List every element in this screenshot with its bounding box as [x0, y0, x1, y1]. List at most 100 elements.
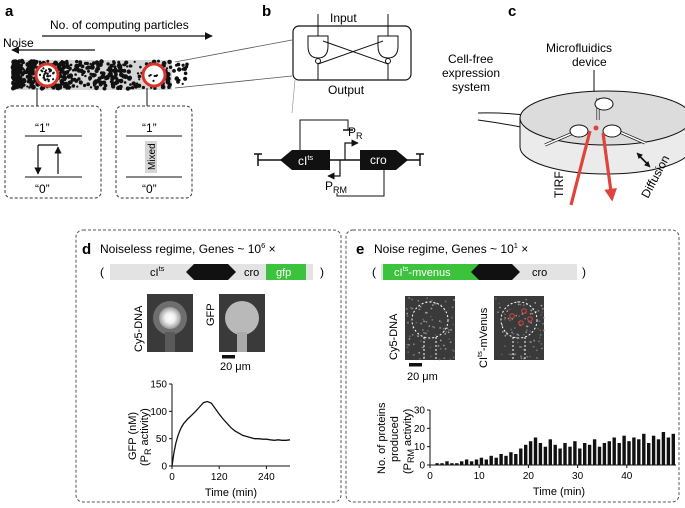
- particle-dot: [137, 74, 142, 79]
- construct-d-arrow-left: [186, 264, 212, 280]
- particle-dot: [86, 82, 91, 87]
- particle-dot: [53, 60, 58, 66]
- noise-pixel: [419, 305, 422, 308]
- noise-pixel: [444, 348, 447, 350]
- x-tick-label: 20: [523, 471, 535, 482]
- particle-dot: [20, 76, 23, 79]
- particle-dot: [167, 85, 171, 89]
- panel-e-title: Noise regime, Genes ~ 101 ×: [374, 241, 528, 256]
- particle-dot: [118, 78, 124, 84]
- gate-right-icon: [377, 35, 399, 59]
- cross-wire-1: [317, 40, 384, 65]
- noise-pixel: [425, 321, 428, 323]
- particle-dot: [22, 68, 26, 72]
- chart-e-bar: [563, 443, 567, 465]
- noise-pixel: [430, 307, 433, 310]
- mixed-band: [145, 141, 157, 173]
- particle-dot: [21, 83, 25, 87]
- noise-pixel: [536, 357, 538, 359]
- particle-dot: [11, 82, 15, 86]
- particle-dot: [13, 65, 18, 70]
- noise-pixel: [424, 338, 426, 340]
- zoom-line-bottom: [174, 75, 293, 89]
- noise-pixel: [541, 311, 543, 314]
- noise-pixel: [529, 313, 532, 315]
- chart-e-bar: [504, 455, 508, 465]
- noise-pixel: [510, 328, 512, 331]
- tirf-label: TIRF: [552, 171, 566, 198]
- venus-spot-1: [509, 313, 515, 319]
- x-tick-label: 40: [621, 471, 633, 482]
- particle-dot: [66, 69, 70, 73]
- particle-dot: [95, 66, 101, 71]
- reaction-spot: [593, 125, 599, 131]
- bracket-left: [291, 79, 296, 114]
- particle-dot: [65, 87, 68, 90]
- chart-e-ylabel-3: (PRM activity): [402, 409, 416, 474]
- particle-dot: [108, 68, 113, 73]
- chart-d-ylabel-1: GFP (nM): [127, 412, 139, 460]
- bead-dot: [46, 78, 49, 81]
- noise-pixel: [541, 347, 543, 350]
- noise-pixel: [432, 304, 434, 306]
- noise-pixel: [539, 336, 541, 339]
- chart-e-bar: [583, 443, 587, 465]
- particle-dot: [109, 63, 114, 68]
- noise-pixel: [525, 298, 527, 301]
- noise-pixel: [422, 346, 425, 349]
- noise-pixel: [504, 345, 506, 347]
- noise-pixel: [447, 329, 450, 331]
- noise-pixel: [409, 335, 411, 338]
- noise-pixel: [426, 312, 428, 314]
- particle-dot: [115, 76, 118, 79]
- promoter-pr-arrow: [344, 139, 359, 160]
- tirf-beam-in: [569, 130, 592, 206]
- bead-dot: [42, 76, 46, 79]
- particle-dot: [165, 67, 169, 70]
- particle-dot: [74, 78, 79, 83]
- noise-pixel: [526, 325, 529, 328]
- particle-dot: [65, 59, 69, 63]
- noise-pixel: [500, 353, 503, 356]
- noise-pixel: [526, 356, 529, 358]
- particle-dot: [28, 71, 32, 75]
- noise-pixel: [532, 346, 535, 348]
- noise-pixel: [428, 325, 431, 327]
- particle-dot: [116, 81, 119, 85]
- panel-d-label: d: [82, 241, 91, 258]
- particle-dot: [111, 84, 116, 89]
- gene-cro: [360, 150, 408, 170]
- particle-dot: [82, 83, 87, 88]
- micrograph-e-cy5-chamber: [411, 301, 449, 339]
- noise-pixel: [447, 331, 450, 334]
- noise-pixel: [534, 302, 536, 304]
- device-label-2: device: [572, 55, 607, 69]
- input-label: Input: [330, 11, 357, 25]
- particle-dot: [139, 65, 142, 69]
- noise-pixel: [443, 330, 445, 332]
- particle-dot: [84, 74, 87, 78]
- particle-dot: [113, 67, 118, 71]
- particle-dot: [117, 60, 121, 64]
- micrograph-e-venus-label: CIts-mVenus: [475, 307, 490, 368]
- noise-pixel: [452, 323, 455, 326]
- particle-dot: [113, 65, 117, 69]
- noise-pixel: [513, 353, 515, 356]
- chart-e-bar: [464, 459, 469, 465]
- particle-dot: [79, 81, 83, 85]
- noise-pixel: [539, 334, 542, 336]
- cellfree-label-3: system: [452, 80, 490, 94]
- particle-dot: [25, 62, 31, 67]
- noise-pixel: [515, 337, 518, 339]
- construct-e-open: (: [372, 265, 376, 279]
- state-box-mixed: [115, 105, 193, 199]
- particle-dot: [137, 83, 142, 88]
- particle-dot: [46, 59, 50, 63]
- noise-pixel: [418, 308, 421, 311]
- scalebar-e: [409, 363, 422, 367]
- chart-e-bar: [460, 461, 464, 465]
- promoter-prm-label: PRM: [325, 179, 347, 195]
- noise-pixel: [529, 355, 531, 358]
- particle-dot: [62, 68, 65, 71]
- bead-dot: [42, 67, 45, 70]
